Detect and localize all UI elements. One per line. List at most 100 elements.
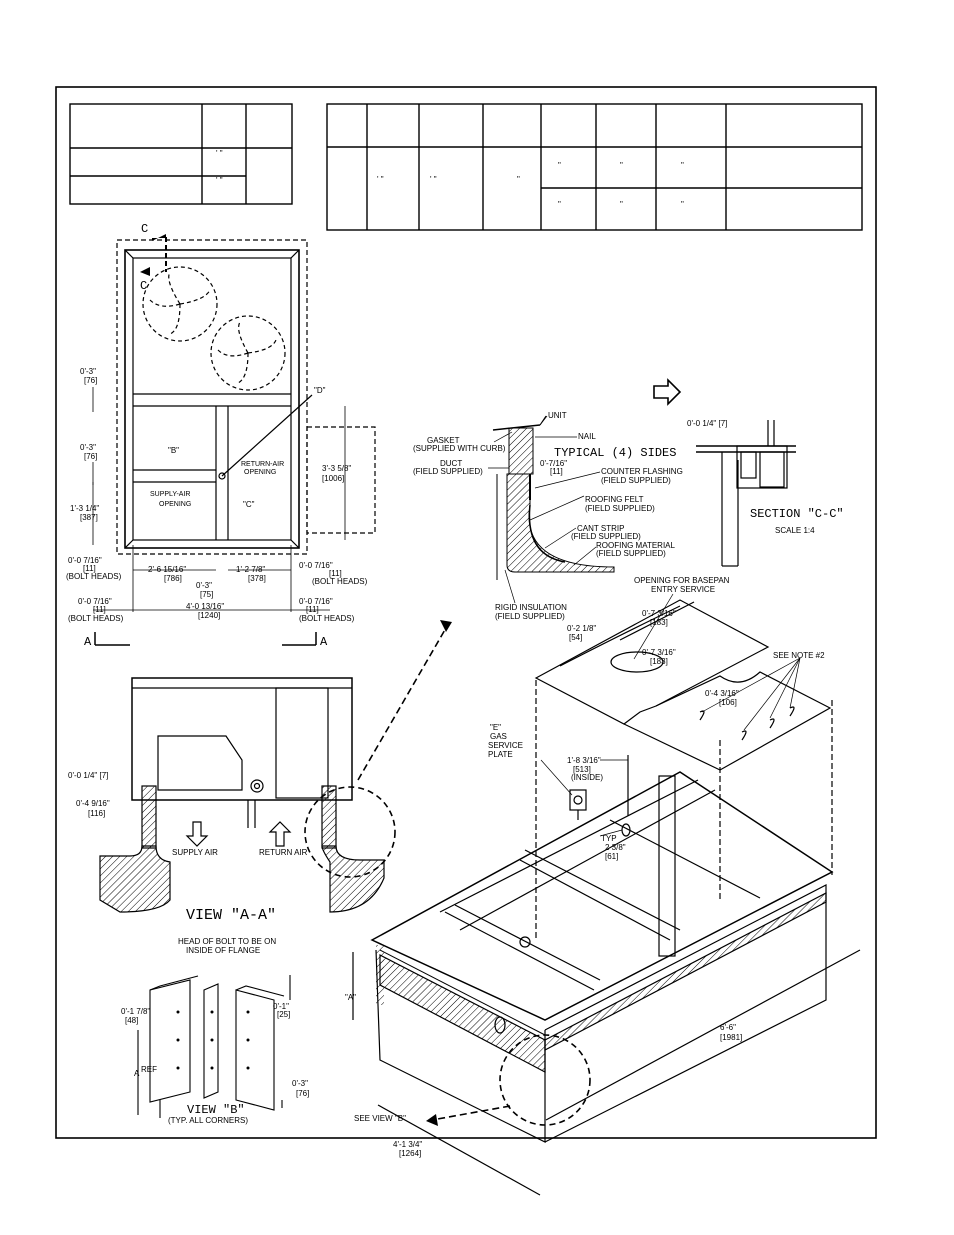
detail-unit: UNIT bbox=[548, 411, 567, 420]
section-cc-title: SECTION "C-C" bbox=[750, 507, 844, 521]
view-b-ref: REF bbox=[141, 1065, 157, 1074]
iso-dim-23-mm: [61] bbox=[605, 852, 618, 861]
right-table-mark-3: " bbox=[517, 175, 520, 184]
detail-duct: DUCT bbox=[440, 459, 462, 468]
iso-dim-043-mm: [106] bbox=[719, 698, 737, 707]
label-b: "B" bbox=[168, 446, 179, 455]
iso-dim-021-mm: [54] bbox=[569, 633, 582, 642]
supply-air-label: SUPPLY-AIR bbox=[150, 491, 190, 498]
curb-detail bbox=[492, 415, 615, 580]
iso-service: SERVICE bbox=[488, 741, 523, 750]
view-b-dim-03: 0'-3" bbox=[292, 1079, 308, 1088]
iso-dim-23: 2 3/8" bbox=[605, 843, 626, 852]
left-table-cell-1: ' " bbox=[216, 149, 223, 158]
bolt-heads-c: (BOLT HEADS) bbox=[312, 577, 368, 586]
iso-dim-66: 6'-6" bbox=[720, 1023, 736, 1032]
view-b-dim-011: 0'-1" bbox=[273, 1002, 289, 1011]
detail-dim-07: 0'-7/16" bbox=[540, 459, 567, 468]
dim-007-c-mm: [11] bbox=[329, 569, 342, 578]
dim-1-2-mm: [378] bbox=[248, 574, 266, 583]
detail-rigid-sub: (FIELD SUPPLIED) bbox=[495, 612, 565, 621]
bolt-heads-b: (BOLT HEADS) bbox=[68, 614, 124, 623]
dim-0-3-b-mm: [76] bbox=[84, 452, 97, 461]
iso-dim-073-b-mm: [183] bbox=[650, 657, 668, 666]
top-view bbox=[116, 237, 376, 555]
iso-dim-073-a-mm: [183] bbox=[650, 618, 668, 627]
dim-0-3-a: 0'-3" bbox=[80, 367, 96, 376]
supply-air-opening: OPENING bbox=[159, 501, 191, 508]
section-c-bottom: C bbox=[140, 279, 147, 293]
iso-gas: GAS bbox=[490, 732, 507, 741]
view-b-a: A bbox=[134, 1069, 140, 1078]
dim-0-3-a-mm: [76] bbox=[84, 376, 97, 385]
dim-3-3: 3'-3 5/8" bbox=[322, 464, 351, 473]
section-cc-dim: 0'-0 1/4" [7] bbox=[687, 419, 727, 428]
detail-roofmat-sub: (FIELD SUPPLIED) bbox=[596, 549, 666, 558]
right-table-inch-4: " bbox=[558, 200, 561, 209]
view-aa-dim-04: 0'-4 9/16" bbox=[76, 799, 110, 808]
dim-1-3-mm: [387] bbox=[80, 513, 98, 522]
iso-dim-18-mm: [513] bbox=[573, 765, 591, 774]
section-c-top: C bbox=[141, 222, 148, 236]
detail-cant-sub: (FIELD SUPPLIED) bbox=[571, 532, 641, 541]
left-table-cell-2: ' " bbox=[216, 176, 223, 185]
view-aa-return: RETURN AIR bbox=[259, 848, 308, 857]
dim-007-a: 0'-0 7/16" bbox=[68, 556, 102, 565]
detail-typical: TYPICAL (4) SIDES bbox=[554, 446, 676, 460]
iso-dim-073-a: 0'-7 3/16" bbox=[642, 609, 676, 618]
detail-roofmat: ROOFING MATERIAL bbox=[596, 541, 676, 550]
view-aa-dim-01: 0'-0 1/4" [7] bbox=[68, 771, 108, 780]
iso-note: SEE NOTE #2 bbox=[773, 651, 825, 660]
dim-2-6-mm: [786] bbox=[164, 574, 182, 583]
view-b-bolts bbox=[176, 1010, 250, 1070]
detail-dim-07-mm: [11] bbox=[550, 467, 563, 476]
right-table-inch-3: " bbox=[681, 161, 684, 170]
section-cc-scale: SCALE 1:4 bbox=[775, 526, 815, 535]
right-table-inch-2: " bbox=[620, 161, 623, 170]
detail-felt-sub: (FIELD SUPPLIED) bbox=[585, 504, 655, 513]
iso-leaders bbox=[540, 593, 801, 837]
view-b-dim-01: 0'-1 7/8" bbox=[121, 1007, 150, 1016]
section-a-right: A bbox=[320, 635, 328, 649]
view-b-sub: (TYP. ALL CORNERS) bbox=[168, 1116, 248, 1125]
iso-dim-18: 1'-8 3/16" bbox=[567, 756, 601, 765]
right-table-inch-5: " bbox=[620, 200, 623, 209]
right-arrow-icon bbox=[653, 378, 682, 406]
view-aa-dim-04-mm: [116] bbox=[88, 809, 105, 818]
view-b-drawing bbox=[137, 975, 291, 1118]
detail-rigid: RIGID INSULATION bbox=[495, 603, 567, 612]
iso-dim-66-mm: [1981] bbox=[720, 1033, 742, 1042]
iso-see-view-b: SEE VIEW "B" bbox=[354, 1114, 406, 1123]
detail-counter: COUNTER FLASHING bbox=[601, 467, 683, 476]
iso-dim-41: 4'-1 3/4" bbox=[393, 1140, 422, 1149]
left-table bbox=[69, 103, 293, 205]
dim-3-3-mm: [1006] bbox=[322, 474, 344, 483]
dim-007-d-mm: [11] bbox=[306, 605, 319, 614]
right-table-inch-1: " bbox=[558, 161, 561, 170]
detail-gasket-sub: (SUPPLIED WITH CURB) bbox=[413, 444, 506, 453]
label-c: "C" bbox=[243, 500, 255, 509]
view-b-dim-03-mm: [76] bbox=[296, 1089, 309, 1098]
return-air-opening: OPENING bbox=[244, 469, 276, 476]
iso-e: "E" bbox=[490, 723, 501, 732]
bolt-heads-a: (BOLT HEADS) bbox=[66, 572, 122, 581]
section-cc-drawing bbox=[696, 420, 796, 567]
dim-007-a-mm: [11] bbox=[83, 564, 96, 573]
right-table-inch-6: " bbox=[681, 200, 684, 209]
right-table bbox=[326, 103, 863, 231]
top-view-dims bbox=[92, 387, 346, 646]
detail-gasket: GASKET bbox=[427, 436, 460, 445]
iso-dim-043: 0'-4 3/16" bbox=[705, 689, 739, 698]
return-air-label: RETURN-AIR bbox=[241, 461, 284, 468]
detail-cant: CANT STRIP bbox=[577, 524, 624, 533]
right-table-mark-1: ' " bbox=[377, 175, 384, 184]
iso-dim-073-b: 0'-7 3/16" bbox=[642, 648, 676, 657]
iso-a: "A" bbox=[345, 993, 356, 1002]
iso-curb bbox=[352, 680, 861, 1196]
iso-basepan bbox=[534, 599, 832, 837]
iso-typ: TYP bbox=[601, 834, 617, 843]
right-table-mark-2: ' " bbox=[430, 175, 437, 184]
bolt-heads-d: (BOLT HEADS) bbox=[299, 614, 355, 623]
dim-1-2: 1'-2 7/8" bbox=[236, 565, 265, 574]
